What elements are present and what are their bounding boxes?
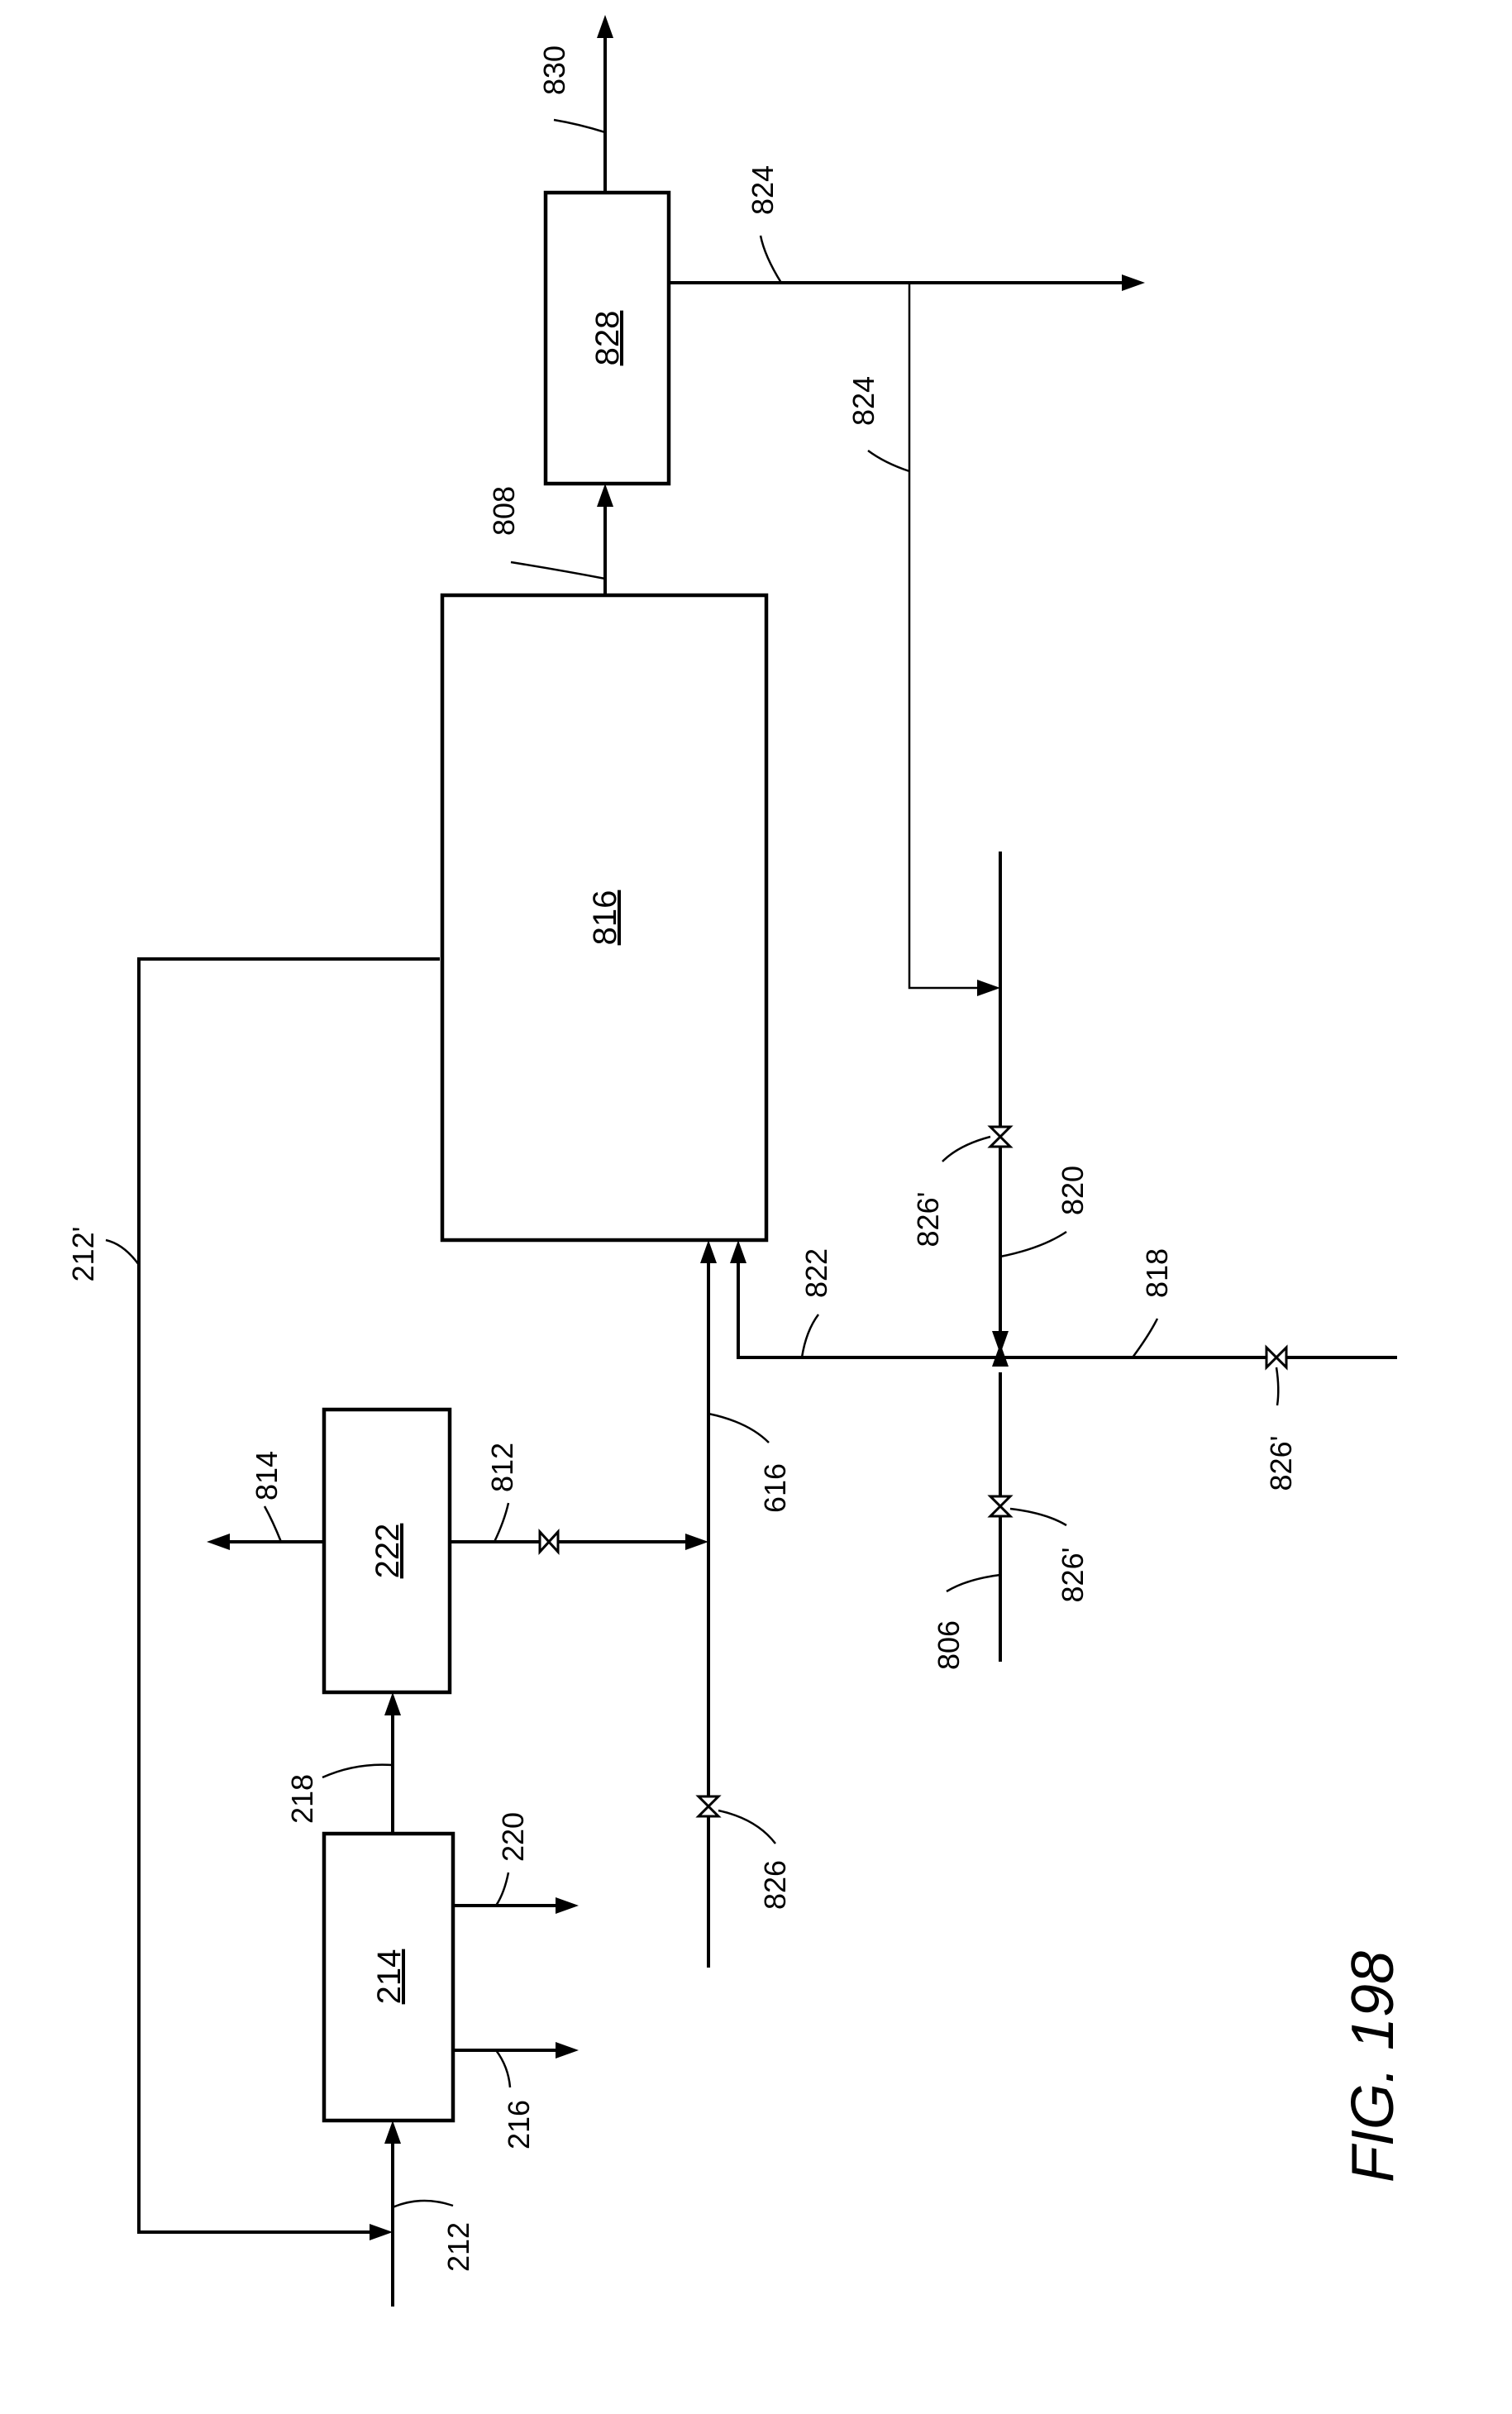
leader-822 bbox=[800, 1314, 820, 1358]
label-220: 220 bbox=[496, 1812, 530, 1862]
unit-214-label: 214 bbox=[371, 1949, 408, 2005]
valve-826p-818 bbox=[1265, 1344, 1288, 1371]
label-216: 216 bbox=[502, 2100, 536, 2149]
arrow-212 bbox=[384, 2121, 401, 2144]
label-218: 218 bbox=[285, 1774, 319, 1824]
arrow-212-recycle bbox=[370, 2224, 393, 2240]
label-826p-820: 826' bbox=[911, 1192, 945, 1248]
leader-824-branch bbox=[867, 449, 910, 473]
unit-828-label: 828 bbox=[589, 311, 626, 366]
leader-818 bbox=[1131, 1318, 1159, 1358]
line-212-recycle bbox=[137, 957, 440, 2234]
line-822 bbox=[737, 1258, 1000, 1359]
arrow-216 bbox=[556, 2042, 579, 2059]
unit-222-label: 222 bbox=[370, 1524, 406, 1579]
leader-814 bbox=[263, 1505, 283, 1543]
leader-812 bbox=[493, 1502, 510, 1543]
leader-212-recycle bbox=[105, 1238, 141, 1266]
label-814: 814 bbox=[250, 1451, 284, 1500]
valve-812 bbox=[538, 1529, 560, 1555]
unit-214-box bbox=[322, 1831, 456, 2123]
arrow-824 bbox=[1122, 274, 1145, 291]
label-212-recycle: 212' bbox=[66, 1227, 100, 1282]
leader-806 bbox=[946, 1573, 1001, 1593]
arrow-812 bbox=[685, 1534, 708, 1550]
leader-808 bbox=[510, 561, 606, 580]
label-824: 824 bbox=[746, 165, 780, 215]
label-808: 808 bbox=[487, 486, 521, 536]
leader-220 bbox=[494, 1872, 510, 1906]
line-824-branch bbox=[908, 283, 984, 990]
leader-826p-820 bbox=[942, 1135, 991, 1162]
label-812: 812 bbox=[485, 1443, 519, 1492]
label-212: 212 bbox=[441, 2222, 475, 2272]
arrow-822 bbox=[730, 1240, 746, 1263]
unit-816-label: 816 bbox=[587, 890, 623, 946]
leader-826p-806 bbox=[1009, 1507, 1067, 1527]
arrow-616 bbox=[700, 1240, 717, 1263]
figure-title: FIG. 198 bbox=[1340, 1951, 1406, 2183]
leader-826p-818 bbox=[1275, 1367, 1280, 1406]
leader-830 bbox=[553, 118, 606, 134]
arrow-824-branch bbox=[977, 980, 1000, 996]
unit-816-box bbox=[440, 593, 769, 1243]
arrow-830 bbox=[597, 15, 613, 38]
leader-616 bbox=[708, 1412, 770, 1443]
label-818: 818 bbox=[1140, 1248, 1174, 1298]
valve-826p-820 bbox=[987, 1125, 1014, 1148]
leader-826 bbox=[718, 1809, 776, 1844]
arrow-218 bbox=[384, 1692, 401, 1715]
leader-218 bbox=[322, 1763, 394, 1779]
label-822: 822 bbox=[799, 1248, 833, 1298]
valve-826p-806 bbox=[987, 1495, 1014, 1518]
label-616: 616 bbox=[758, 1463, 792, 1513]
arrow-806 bbox=[992, 1343, 1009, 1367]
arrow-220 bbox=[556, 1897, 579, 1914]
leader-216 bbox=[494, 2049, 512, 2088]
unit-222-box bbox=[322, 1407, 452, 1695]
arrow-820 bbox=[992, 1331, 1009, 1354]
unit-828-box bbox=[543, 190, 671, 486]
label-826: 826 bbox=[758, 1860, 792, 1910]
label-826p-818: 826' bbox=[1264, 1436, 1298, 1491]
label-824-branch: 824 bbox=[847, 376, 880, 426]
label-826p-806: 826' bbox=[1056, 1548, 1090, 1603]
leader-820 bbox=[999, 1230, 1067, 1258]
arrow-808 bbox=[597, 484, 613, 507]
leader-212 bbox=[392, 2199, 454, 2209]
label-806: 806 bbox=[932, 1620, 966, 1670]
label-820: 820 bbox=[1056, 1166, 1090, 1215]
valve-826 bbox=[695, 1795, 722, 1818]
leader-824 bbox=[759, 235, 783, 284]
arrow-814 bbox=[207, 1534, 230, 1550]
label-830: 830 bbox=[537, 45, 571, 95]
